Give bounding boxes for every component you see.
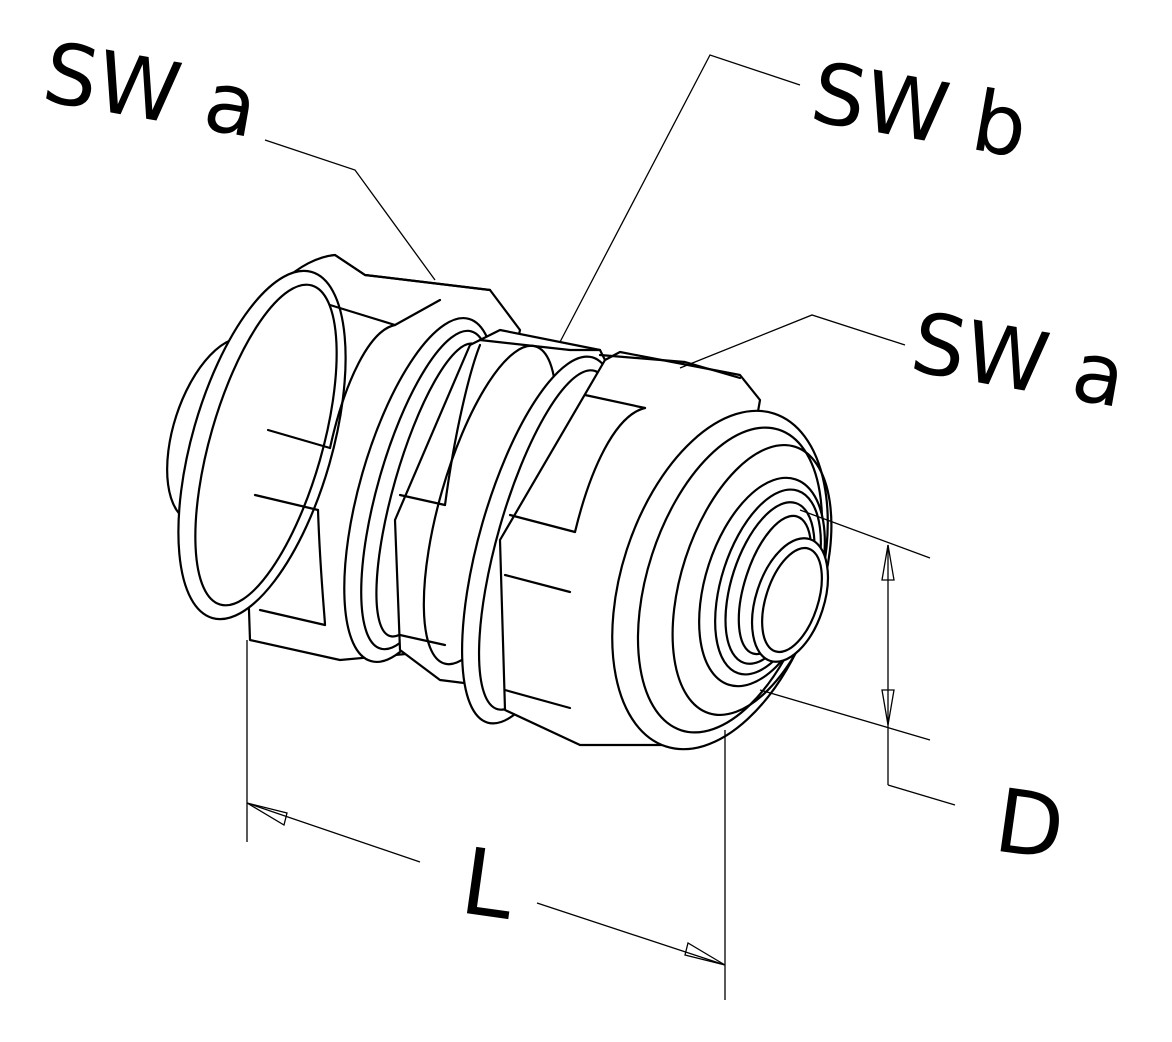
arrow-d-bottom [881, 689, 895, 726]
arrow-l-right [684, 941, 726, 966]
dimension-l [246, 640, 726, 1000]
right-end-face [611, 409, 833, 751]
leader-lines [264, 54, 906, 369]
leader-sw-a-left [264, 139, 436, 281]
arrow-d-top [881, 544, 895, 581]
dimension-d [759, 509, 956, 806]
leader-sw-a-right [679, 314, 906, 369]
leader-sw-b [559, 54, 801, 343]
label-sw-a-left: SW a [37, 23, 265, 157]
label-dim-d: D [989, 769, 1070, 880]
arrow-l-left [246, 802, 288, 827]
label-sw-b: SW b [805, 43, 1035, 177]
label-sw-a-right: SW a [905, 293, 1133, 427]
label-dim-l: L [455, 828, 521, 941]
